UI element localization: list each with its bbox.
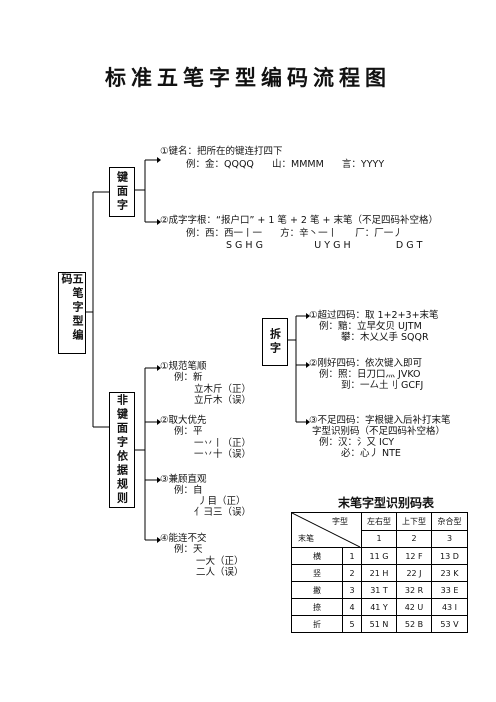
corner-bottom-label: 末笔	[298, 534, 314, 543]
rule-stroke-order: ①规范笔顺	[160, 361, 207, 372]
code-cell: 41 Y	[361, 598, 397, 616]
nonkey-char-box: 非键面字依据规则	[109, 392, 135, 508]
code-cell: 43 I	[431, 598, 468, 616]
rule-connect-not-cross: ④能连不交	[160, 533, 207, 544]
stroke-cell: 竖	[291, 564, 343, 582]
split-rule-exact-four-ex2: 到：一厶土刂 GCFJ	[341, 380, 424, 391]
code-cell: 52 B	[396, 615, 432, 633]
split-rule-over-four: ①超过四码：取 1+2+3+末笔	[309, 310, 439, 321]
component-char-example: 例：西：西一丨一 方：辛丶一丨 厂：厂一丿	[186, 228, 403, 239]
code-cell: 21 H	[361, 564, 397, 582]
header-top-bottom: 上下型	[396, 512, 432, 531]
component-char-codes: S G H G U Y G H D G T	[226, 240, 423, 251]
stroke-cell: 捺	[291, 598, 343, 616]
code-cell: 31 T	[361, 581, 397, 599]
split-rule-exact-four: ②刚好四码：依次键入即可	[309, 358, 423, 369]
code-cell: 12 F	[396, 547, 432, 565]
split-rule-under-four: ③不足四码：字根键入后补打末笔	[309, 415, 451, 426]
corner-top-label: 字型	[332, 517, 348, 526]
stroke-cell: 横	[291, 547, 343, 565]
stroke-num-cell: 5	[342, 615, 362, 633]
split-rule-under-four-note: 字型识别码（不足四码补空格）	[312, 426, 446, 437]
page-title: 标准五笔字型编码流程图	[105, 66, 391, 90]
rule-stroke-order-example: 例：新	[174, 372, 203, 383]
rule-largest-first-example: 例：平	[174, 426, 203, 437]
rule-connect-example: 例：天	[174, 544, 203, 555]
split-box: 拆字	[262, 318, 288, 366]
component-char-rule: ②成字字根：“报户口” + 1 笔 + 2 笔 + 末笔（不足四码补空格）	[160, 215, 438, 226]
code-cell: 11 G	[361, 547, 397, 565]
split-rule-under-four-ex1: 例：汉：氵又 ICY	[319, 437, 395, 448]
key-name-example: 例：金：QQQQ 山：MMMM 言：YYYY	[186, 159, 385, 170]
header-num: 2	[396, 529, 432, 548]
key-char-box: 键面字	[109, 167, 135, 217]
code-cell: 32 R	[396, 581, 432, 599]
stroke-num-cell: 1	[342, 547, 362, 565]
stroke-cell: 撇	[291, 581, 343, 599]
code-table-title: 末笔字型识别码表	[337, 496, 434, 510]
code-cell: 33 E	[431, 581, 468, 599]
rule-largest-first: ②取大优先	[160, 415, 207, 426]
corner-diagonal	[292, 513, 360, 547]
rule-stroke-order-correct: 立木斤（正）	[194, 384, 252, 395]
code-cell: 22 J	[396, 564, 432, 582]
header-mixed: 杂合型	[431, 512, 468, 531]
stroke-num-cell: 4	[342, 598, 362, 616]
code-cell: 51 N	[361, 615, 397, 633]
table-row: 捺 4 41 Y 42 U 43 I	[291, 598, 468, 616]
rule-intuitive-wrong: 亻彐三（误）	[194, 507, 252, 518]
code-cell: 42 U	[396, 598, 432, 616]
code-cell: 23 K	[431, 564, 468, 582]
key-name-rule: ①键名：把所在的键连打四下	[160, 146, 283, 157]
stroke-num-cell: 3	[342, 581, 362, 599]
header-num: 3	[431, 529, 468, 548]
rule-largest-first-correct: 一丷丨（正）	[194, 438, 252, 449]
split-rule-exact-four-ex1: 例：照：日刀口灬 JVKO	[319, 369, 421, 380]
header-num: 1	[361, 529, 397, 548]
stroke-num-cell: 2	[342, 564, 362, 582]
rule-connect-wrong: 二人（误）	[196, 567, 244, 578]
stroke-cell: 折	[291, 615, 343, 633]
stroke-shape-code-table: 字型 末笔 左右型 上下型 杂合型 1 2 3 横 1 11 G 12 F 13…	[291, 512, 468, 633]
split-rule-over-four-ex2: 攀：木乂乂手 SQQR	[341, 332, 429, 343]
code-cell: 53 V	[431, 615, 468, 633]
table-row: 横 1 11 G 12 F 13 D	[291, 547, 468, 565]
rule-intuitive-correct: 丿目（正）	[198, 496, 246, 507]
header-left-right: 左右型	[361, 512, 397, 531]
table-corner-cell: 字型 末笔	[291, 512, 362, 548]
table-row: 竖 2 21 H 22 J 23 K	[291, 564, 468, 582]
root-box: 五笔字型编码	[58, 272, 86, 354]
rule-stroke-order-wrong: 立斤木（误）	[194, 395, 252, 406]
rule-largest-first-wrong: 一丷十（误）	[194, 449, 252, 460]
rule-connect-correct: 一大（正）	[196, 556, 244, 567]
split-rule-over-four-ex1: 例：黯：立早攵贝 UJTM	[319, 321, 422, 332]
split-rule-under-four-ex2: 必：心丿 NTE	[341, 448, 401, 459]
rule-intuitive-example: 例：自	[174, 485, 203, 496]
table-row: 折 5 51 N 52 B 53 V	[291, 615, 468, 633]
rule-intuitive: ③兼顾直观	[160, 474, 207, 485]
code-cell: 13 D	[431, 547, 468, 565]
table-row: 撇 3 31 T 32 R 33 E	[291, 581, 468, 599]
